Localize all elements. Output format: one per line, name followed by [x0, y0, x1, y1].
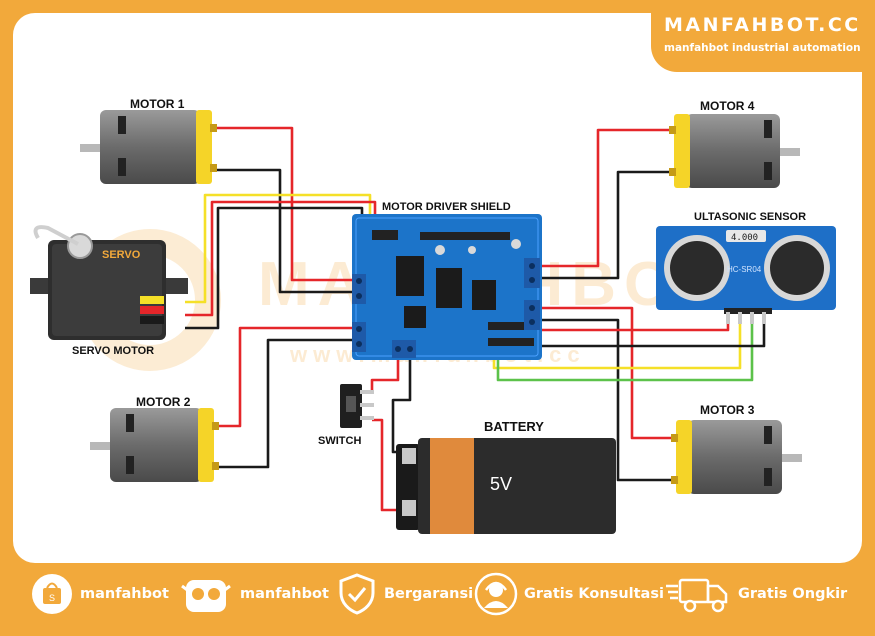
motor4-label: MOTOR 4	[700, 99, 755, 113]
wire-sensor-gnd-black	[540, 320, 766, 348]
wire-motor1-black	[215, 168, 360, 294]
headset-support-icon	[474, 572, 518, 616]
servo-motor-label: SERVO MOTOR	[72, 345, 154, 357]
sensor-model-text: HC-SR04	[727, 265, 762, 274]
shield-check-icon	[339, 573, 375, 615]
servo-motor: SERVO SERVO MOTOR	[30, 225, 188, 357]
motor-3: MOTOR 3	[671, 403, 802, 494]
wire-motor4-black	[538, 170, 680, 280]
motor-2: MOTOR 2	[90, 395, 219, 482]
ultrasonic-label: ULTASONIC SENSOR	[694, 211, 806, 223]
wire-motor2-black	[215, 338, 362, 469]
delivery-truck-icon	[666, 578, 728, 613]
wire-motor2-red	[215, 326, 362, 428]
motor2-label: MOTOR 2	[136, 395, 191, 409]
battery-label: BATTERY	[484, 419, 544, 434]
wire-battery-red	[372, 418, 405, 512]
brand-tagline: manfahbot industrial automation	[664, 42, 861, 54]
footer-item-consult-label: Gratis Konsultasi	[524, 586, 664, 602]
motor3-label: MOTOR 3	[700, 403, 755, 417]
wire-motor1-red	[215, 126, 360, 282]
footer-item-shop[interactable]: S manfahbot	[30, 565, 169, 623]
battery: BATTERY 5V	[396, 419, 616, 534]
footer-item-warranty[interactable]: Bergaransi	[336, 565, 473, 623]
switch: SWITCH	[318, 384, 374, 447]
brand-name: MANFAHBOT.CC	[664, 14, 861, 36]
footer-item-warranty-label: Bergaransi	[384, 586, 474, 602]
wires	[185, 126, 766, 512]
shield-label: MOTOR DRIVER SHIELD	[382, 201, 511, 213]
motor-4: MOTOR 4	[669, 99, 800, 188]
footer-bar: S manfahbot manfahbot Bergaransi	[0, 565, 875, 625]
wire-motor3-red	[538, 306, 680, 440]
wire-servo-yellow	[185, 193, 372, 304]
footer-item-shop-label: manfahbot	[80, 586, 169, 602]
wire-servo-red	[185, 200, 377, 317]
switch-label: SWITCH	[318, 435, 361, 447]
battery-voltage-text: 5V	[490, 474, 512, 494]
wire-motor4-red	[538, 128, 680, 268]
footer-item-shipping[interactable]: Gratis Ongkir	[664, 565, 847, 623]
svg-text:S: S	[49, 593, 55, 603]
wire-motor3-black	[538, 318, 680, 482]
owl-mascot-icon	[181, 580, 231, 612]
motor-1: MOTOR 1	[80, 97, 217, 184]
brand-tab	[651, 0, 875, 72]
footer-item-mascot[interactable]: manfahbot	[178, 565, 329, 623]
wire-sensor-echo-green	[496, 320, 754, 382]
footer-item-mascot-label: manfahbot	[240, 586, 329, 602]
shopping-bag-icon: S	[32, 574, 72, 614]
wire-switch-red	[370, 360, 400, 392]
wire-sensor-vcc-red	[540, 320, 730, 332]
footer-item-consult[interactable]: Gratis Konsultasi	[474, 565, 664, 623]
ultrasonic-sensor: ULTASONIC SENSOR 4.000 HC-SR04	[656, 211, 836, 324]
sensor-display-text: 4.000	[731, 233, 758, 243]
wire-servo-black	[185, 206, 364, 330]
wire-battery-black	[391, 360, 412, 454]
motor-driver-shield: MOTOR DRIVER SHIELD	[352, 201, 542, 360]
servo-brand-text: SERVO	[102, 249, 141, 261]
motor1-label: MOTOR 1	[130, 97, 185, 111]
footer-item-shipping-label: Gratis Ongkir	[738, 586, 848, 602]
